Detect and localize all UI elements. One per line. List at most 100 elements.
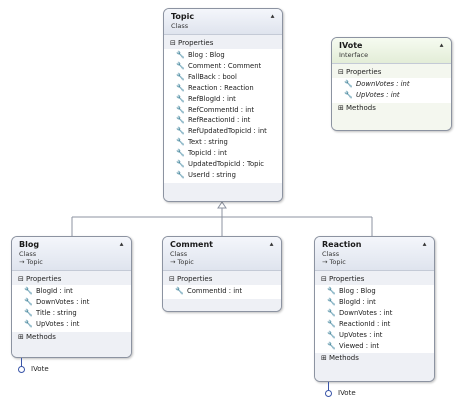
wrench-icon: 🔧 [176, 83, 185, 92]
wrench-icon: 🔧 [24, 308, 33, 317]
methods-section-toggle[interactable]: ⊞Methods [321, 354, 359, 363]
double-chevron-up-icon[interactable]: ⯅ [438, 42, 445, 50]
class-header[interactable]: Blog Class → Topic ⯅ [12, 237, 131, 271]
list-item[interactable]: 🔧UpVotes : int [327, 330, 383, 339]
base-class: → Topic [322, 258, 346, 266]
list-item[interactable]: 🔧DownVotes : int [24, 297, 90, 306]
list-item[interactable]: 🔧UpVotes : int [344, 90, 400, 99]
list-item[interactable]: 🔧CommentId : int [175, 287, 243, 295]
class-reaction[interactable]: Reaction Class → Topic ⯅ ⊟Properties 🔧Bl… [314, 236, 435, 382]
class-kind: Class [171, 22, 189, 30]
class-header[interactable]: Topic Class ⯅ [164, 9, 282, 35]
list-item[interactable]: 🔧RefReactionId : int [176, 116, 251, 125]
wrench-icon: 🔧 [176, 116, 185, 125]
base-class: → Topic [170, 258, 194, 266]
wrench-icon: 🔧 [344, 80, 353, 88]
class-kind: Class [170, 250, 188, 258]
list-item[interactable]: 🔧UserId : string [176, 170, 236, 179]
class-header[interactable]: Comment Class → Topic ⯅ [163, 237, 281, 271]
list-item[interactable]: 🔧DownVotes : int [327, 308, 393, 317]
class-header[interactable]: Reaction Class → Topic ⯅ [315, 237, 434, 271]
wrench-icon: 🔧 [176, 105, 185, 114]
member-list: 🔧BlogId : int 🔧DownVotes : int 🔧Title : … [12, 285, 131, 332]
wrench-icon: 🔧 [176, 72, 185, 81]
class-name: Topic [171, 12, 195, 21]
class-blog[interactable]: Blog Class → Topic ⯅ ⊟Properties 🔧BlogId… [11, 236, 132, 358]
list-item[interactable]: 🔧FallBack : bool [176, 72, 237, 81]
list-item[interactable]: 🔧BlogId : int [327, 297, 376, 306]
wrench-icon: 🔧 [24, 319, 33, 328]
wrench-icon: 🔧 [327, 287, 336, 295]
list-item[interactable]: 🔧UpdatedTopicId : Topic [176, 160, 265, 169]
minus-box-icon: ⊟ [321, 275, 327, 283]
wrench-icon: 🔧 [344, 90, 353, 99]
wrench-icon: 🔧 [24, 297, 33, 306]
properties-section-toggle[interactable]: ⊟Properties [18, 275, 62, 283]
list-item[interactable]: 🔧Blog : Blog [176, 51, 225, 59]
wrench-icon: 🔧 [176, 149, 185, 158]
wrench-icon: 🔧 [327, 308, 336, 317]
wrench-icon: 🔧 [176, 127, 185, 136]
list-item[interactable]: 🔧Blog : Blog [327, 287, 376, 295]
list-item[interactable]: 🔧BlogId : int [24, 287, 73, 295]
list-item[interactable]: 🔧Comment : Comment [176, 61, 262, 70]
interface-lollipop-icon [18, 366, 25, 373]
wrench-icon: 🔧 [176, 160, 185, 169]
list-item[interactable]: 🔧Title : string [24, 308, 77, 317]
wrench-icon: 🔧 [327, 319, 336, 328]
member-list: 🔧DownVotes : int 🔧UpVotes : int [332, 78, 451, 103]
member-list: 🔧Blog : Blog 🔧BlogId : int 🔧DownVotes : … [315, 285, 434, 354]
list-item[interactable]: 🔧RefCommentId : int [176, 105, 255, 114]
plus-box-icon: ⊞ [18, 332, 24, 341]
wrench-icon: 🔧 [176, 94, 185, 103]
wrench-icon: 🔧 [327, 297, 336, 306]
class-name: Comment [170, 240, 213, 249]
list-item[interactable]: 🔧DownVotes : int [344, 80, 410, 88]
double-chevron-up-icon[interactable]: ⯅ [118, 241, 125, 249]
list-item[interactable]: 🔧RefBlogId : int [176, 94, 236, 103]
class-name: Reaction [322, 240, 362, 249]
wrench-icon: 🔧 [175, 287, 184, 295]
methods-section-toggle[interactable]: ⊞Methods [18, 332, 56, 341]
double-chevron-up-icon[interactable]: ⯅ [421, 241, 428, 249]
class-topic[interactable]: Topic Class ⯅ ⊟Properties 🔧Blog : Blog 🔧… [163, 8, 283, 202]
double-chevron-up-icon[interactable]: ⯅ [269, 13, 276, 21]
list-item[interactable]: 🔧UpVotes : int [24, 319, 80, 328]
wrench-icon: 🔧 [176, 61, 185, 70]
minus-box-icon: ⊟ [170, 39, 176, 47]
minus-box-icon: ⊟ [18, 275, 24, 283]
wrench-icon: 🔧 [176, 51, 185, 59]
class-comment[interactable]: Comment Class → Topic ⯅ ⊟Properties 🔧Com… [162, 236, 282, 312]
plus-box-icon: ⊞ [338, 103, 344, 112]
interface-lollipop-icon [325, 390, 332, 397]
interface-label: IVote [31, 365, 49, 373]
properties-section-toggle[interactable]: ⊟Properties [169, 275, 213, 283]
minus-box-icon: ⊟ [338, 68, 344, 76]
inheritance-arrow [217, 201, 227, 209]
methods-section-toggle[interactable]: ⊞Methods [338, 103, 376, 112]
wrench-icon: 🔧 [176, 170, 185, 179]
class-kind: Class [322, 250, 340, 258]
properties-section-toggle[interactable]: ⊟Properties [170, 39, 214, 47]
list-item[interactable]: 🔧TopicId : int [176, 149, 227, 158]
properties-section-toggle[interactable]: ⊟Properties [321, 275, 365, 283]
class-name: Blog [19, 240, 40, 249]
list-item[interactable]: 🔧Text : string [176, 138, 228, 147]
minus-box-icon: ⊟ [169, 275, 175, 283]
interface-stem [328, 382, 329, 391]
list-item[interactable]: 🔧RefUpdatedTopicId : int [176, 127, 267, 136]
class-kind: Class [19, 250, 37, 258]
class-kind: Interface [339, 51, 369, 59]
properties-section-toggle[interactable]: ⊟Properties [338, 68, 382, 76]
wrench-icon: 🔧 [327, 341, 336, 350]
double-chevron-up-icon[interactable]: ⯅ [268, 241, 275, 249]
base-class: → Topic [19, 258, 43, 266]
plus-box-icon: ⊞ [321, 354, 327, 363]
wrench-icon: 🔧 [24, 287, 33, 295]
class-header[interactable]: IVote Interface ⯅ [332, 38, 451, 64]
interface-ivote[interactable]: IVote Interface ⯅ ⊟Properties 🔧DownVotes… [331, 37, 452, 131]
list-item[interactable]: 🔧Viewed : int [327, 341, 380, 350]
list-item[interactable]: 🔧ReactionId : int [327, 319, 391, 328]
list-item[interactable]: 🔧Reaction : Reaction [176, 83, 254, 92]
